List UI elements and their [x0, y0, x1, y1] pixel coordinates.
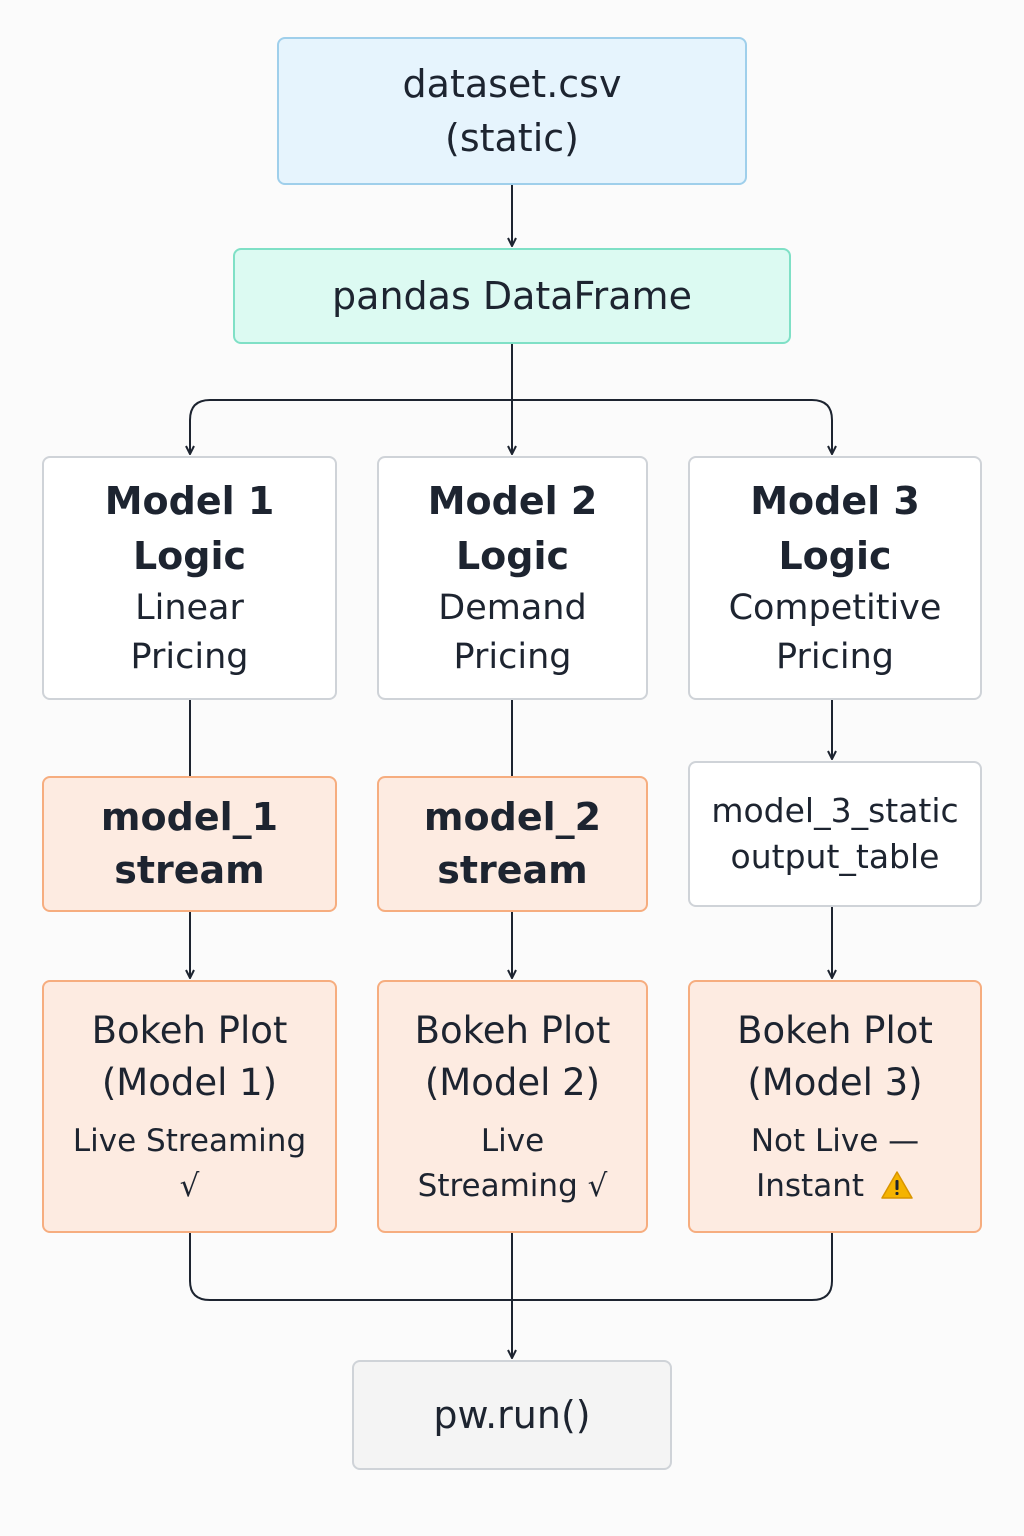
model-2-stream-line2: stream [437, 848, 588, 892]
model-1-stream-line1: model_1 [100, 795, 279, 839]
model-1-title: Model 1 [104, 479, 275, 523]
warning-icon [881, 1170, 913, 1199]
plot-1-status-line1: Live Streaming [72, 1122, 307, 1159]
plot-3-status: Not Live — Instant [751, 1119, 919, 1209]
model-1-stream-node: model_1 stream [42, 776, 337, 912]
model-2-title: Model 2 [427, 479, 598, 523]
plot-3-subtitle: (Model 3) [747, 1060, 923, 1104]
pandas-dataframe-node: pandas DataFrame [233, 248, 791, 344]
plot-2-title: Bokeh Plot [414, 1008, 611, 1052]
plot-3-status-line2-wrap: Instant [751, 1164, 919, 1209]
plot-3-title: Bokeh Plot [737, 1008, 933, 1052]
model-1-subtitle: Logic [132, 534, 247, 578]
plot-1-status: Live Streaming √ [73, 1119, 306, 1209]
arrow-dataframe-to-model-1 [190, 399, 512, 454]
model-3-desc-line2: Pricing [776, 637, 894, 677]
model-1-logic-node: Model 1 Logic Linear Pricing [42, 456, 337, 700]
model-1-desc-line1: Linear [135, 588, 244, 628]
plot-2-subtitle: (Model 2) [424, 1060, 601, 1104]
model-2-stream-node: model_2 stream [377, 776, 648, 912]
model-3-logic-node: Model 3 Logic Competitive Pricing [688, 456, 982, 700]
model-3-title: Model 3 [750, 479, 920, 523]
plot-2-status: Live Streaming √ [418, 1119, 608, 1209]
model-3-subtitle: Logic [778, 534, 892, 578]
model-2-subtitle: Logic [455, 534, 570, 578]
plot-1-status-line2: √ [179, 1167, 200, 1204]
model-1-desc-line2: Pricing [130, 637, 249, 677]
dataset-csv-label: dataset.csv [402, 62, 622, 106]
dataset-static-label: (static) [445, 116, 579, 160]
line-plot-3-to-run [512, 1233, 833, 1301]
arrow-dataframe-to-model-3 [512, 399, 832, 454]
dataset-csv-node: dataset.csv (static) [277, 37, 747, 185]
bokeh-plot-model-1-node: Bokeh Plot (Model 1) Live Streaming √ [42, 980, 337, 1233]
pw-run-label: pw.run() [433, 1393, 591, 1437]
model-2-stream-line1: model_2 [423, 795, 602, 839]
model-2-desc-line1: Demand [438, 588, 587, 628]
plot-1-subtitle: (Model 1) [101, 1060, 278, 1104]
plot-3-status-line1: Not Live — [750, 1122, 920, 1159]
model-3-static-line2: output_table [730, 837, 940, 876]
pandas-dataframe-label: pandas DataFrame [332, 274, 692, 318]
model-1-stream-line2: stream [114, 848, 265, 892]
model-3-desc-line1: Competitive [728, 588, 942, 628]
bokeh-plot-model-2-node: Bokeh Plot (Model 2) Live Streaming √ [377, 980, 648, 1233]
model-3-static-table-node: model_3_static output_table [688, 761, 982, 907]
plot-3-status-line2: Instant [756, 1167, 865, 1204]
pw-run-node: pw.run() [352, 1360, 672, 1470]
model-2-desc-line2: Pricing [453, 637, 572, 677]
model-2-logic-node: Model 2 Logic Demand Pricing [377, 456, 648, 700]
bokeh-plot-model-3-node: Bokeh Plot (Model 3) Not Live — Instant [688, 980, 982, 1233]
model-3-static-line1: model_3_static [711, 791, 959, 830]
plot-2-status-line2: Streaming √ [417, 1167, 608, 1204]
line-plot-1-to-run [189, 1233, 512, 1301]
plot-2-status-line1: Live [480, 1122, 545, 1159]
plot-1-title: Bokeh Plot [91, 1008, 288, 1052]
